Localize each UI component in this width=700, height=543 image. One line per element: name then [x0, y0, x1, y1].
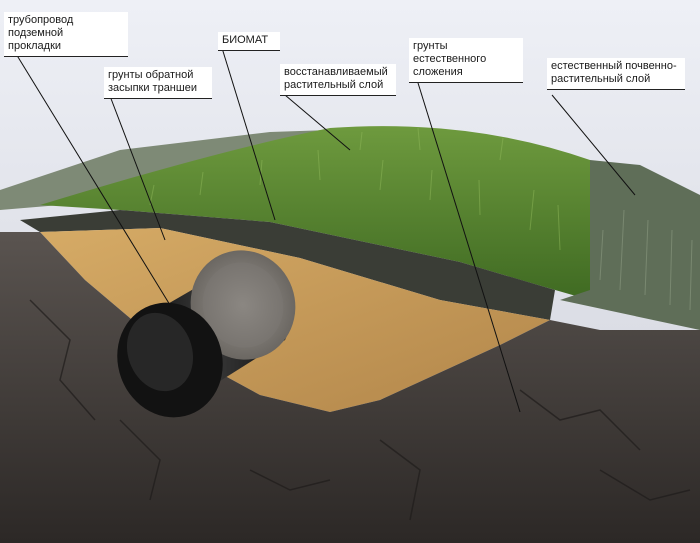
label-backfill: грунты обратной засыпки траншеи	[104, 67, 212, 99]
leader-pipeline	[9, 43, 171, 306]
label-vegetation: восстанавливаемый растительный слой	[280, 64, 396, 96]
leader-lines	[9, 43, 636, 413]
natural-undisturbed-soil	[0, 232, 700, 543]
natural-topsoil-layer	[560, 160, 700, 330]
leader-vegetation	[284, 94, 351, 151]
biomat-layer	[20, 210, 555, 320]
label-biomat: БИОМАТ	[218, 32, 280, 51]
leader-biomat	[221, 47, 276, 221]
leader-natural-soil	[413, 69, 521, 413]
label-natural-soil: грунты естественного сложения	[409, 38, 523, 83]
label-pipeline: трубопровод подземной прокладки	[4, 12, 128, 57]
leader-backfill	[109, 95, 166, 241]
label-topsoil: естественный почвенно- растительный слой	[547, 58, 685, 90]
rock-cracks	[29, 299, 691, 521]
leader-topsoil	[551, 94, 636, 196]
restored-vegetation-layer	[40, 126, 590, 300]
pipeline	[117, 250, 296, 418]
backfill-soil	[40, 228, 550, 412]
topsoil-texture	[599, 209, 693, 311]
